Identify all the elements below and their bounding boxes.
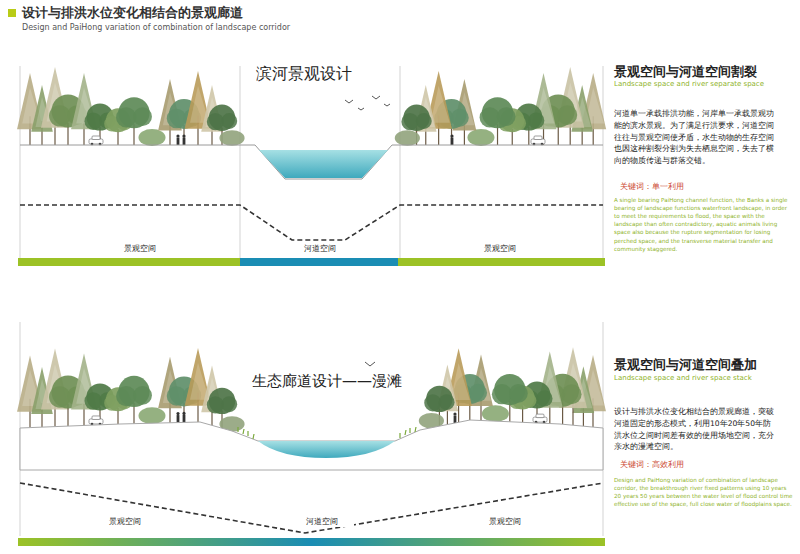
page-title: 设计与排洪水位变化相结合的景观廊道 xyxy=(22,5,243,22)
keyword: 关键词：高效利用 xyxy=(620,460,684,470)
round-crown xyxy=(221,396,237,412)
flood-dashed-line xyxy=(20,483,603,533)
panel-english: Design and PaiHong variation of combinat… xyxy=(614,476,794,508)
keyword: 关键词：单一利用 xyxy=(620,182,684,192)
title-marker xyxy=(8,9,16,17)
round-crown xyxy=(509,384,528,403)
ground-line xyxy=(20,145,603,179)
round-crown xyxy=(528,112,544,128)
grass xyxy=(238,427,416,439)
space-label: 河道空间 xyxy=(290,244,350,254)
space-label: 河道空间 xyxy=(290,517,354,527)
person xyxy=(450,134,453,137)
round-crown xyxy=(133,386,152,405)
panel-heading: 景观空间与河道空间叠加 xyxy=(614,357,757,373)
shrub xyxy=(219,130,244,146)
shrub xyxy=(467,129,494,146)
space-bar xyxy=(18,538,605,546)
birds xyxy=(345,96,390,366)
space-bar xyxy=(18,258,240,266)
person xyxy=(182,412,185,415)
round-crown xyxy=(439,394,455,410)
round-crown xyxy=(221,113,237,129)
round-crown xyxy=(557,105,577,125)
water xyxy=(259,150,388,178)
person xyxy=(454,416,457,424)
person xyxy=(183,415,186,423)
panel-subheading: Landscape space and river space stack xyxy=(614,374,794,383)
shrub xyxy=(139,129,166,146)
person xyxy=(176,412,179,415)
round-crown xyxy=(469,384,487,402)
car xyxy=(536,414,544,418)
panel-body: 河道单一承载排洪功能，河岸单一承载景观功能的滨水景观。为了满足行洪要求，河道空间… xyxy=(614,108,774,167)
space-bar xyxy=(240,258,398,266)
car xyxy=(534,136,542,140)
frame-lines xyxy=(20,66,603,536)
person xyxy=(182,134,185,137)
person xyxy=(177,415,180,423)
person xyxy=(453,412,456,415)
panel-english: A single bearing PaiHong channel functio… xyxy=(614,196,794,253)
section-heading: 滨河景观设计 xyxy=(256,64,352,85)
round-crown xyxy=(497,107,516,126)
panel-heading: 景观空间与河道空间割裂 xyxy=(614,64,757,80)
section-heading: 生态廊道设计——漫滩 xyxy=(252,372,402,392)
round-crown xyxy=(536,390,552,406)
person xyxy=(451,138,454,146)
space-label: 景观空间 xyxy=(470,244,530,254)
shrub xyxy=(482,405,509,422)
person xyxy=(177,138,180,146)
panel-body: 设计与排洪水位变化相结合的景观廊道，突破河道固定的形态模式，利用10年20年50… xyxy=(614,406,774,453)
car xyxy=(92,416,100,420)
round-crown xyxy=(133,107,152,126)
round-crown xyxy=(416,113,432,129)
shrub xyxy=(139,407,166,424)
conifer-highlight xyxy=(431,86,450,123)
space-bar xyxy=(398,258,605,266)
round-crown xyxy=(451,109,469,127)
shrub xyxy=(395,130,420,146)
car xyxy=(92,136,100,140)
subtitle: Design and PaiHong variation of combinat… xyxy=(22,23,290,33)
flood-dashed-line xyxy=(20,205,603,240)
space-label: 景观空间 xyxy=(475,517,535,527)
space-label: 景观空间 xyxy=(95,517,155,527)
panel-subheading: Landscape space and river separate space xyxy=(614,80,794,89)
space-label: 景观空间 xyxy=(110,244,170,254)
person xyxy=(183,138,186,146)
conifer-crown xyxy=(537,352,563,408)
water xyxy=(258,441,395,458)
round-crown xyxy=(562,384,582,404)
person xyxy=(176,134,179,137)
tree-group xyxy=(17,347,606,432)
floodplain-ground xyxy=(20,420,603,470)
